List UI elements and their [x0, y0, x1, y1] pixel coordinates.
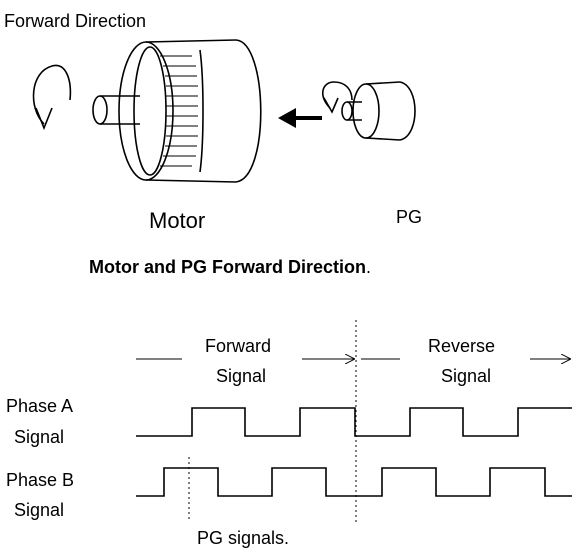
motor-rotation-arrow — [32, 64, 72, 131]
motor-drawing — [92, 39, 262, 183]
phase-a-label-line2: Signal — [14, 427, 64, 447]
motor-label: Motor — [149, 208, 205, 233]
pg-signals-caption: PG signals. — [197, 528, 289, 548]
reverse-signal-label-line1: Reverse — [428, 336, 495, 356]
coupling-arrow — [278, 108, 322, 128]
phase-b-waveform — [136, 467, 572, 497]
pg-rotation-arrow — [322, 81, 353, 114]
phase-a-waveform — [136, 407, 572, 437]
forward-signal-label-line1: Forward — [205, 336, 271, 356]
reverse-signal-label-line2: Signal — [441, 366, 491, 386]
pg-label: PG — [396, 207, 422, 227]
pg-drawing — [341, 81, 416, 141]
top-caption: Motor and PG Forward Direction. — [89, 257, 371, 277]
phase-b-label-line2: Signal — [14, 500, 64, 520]
phase-a-label-line1: Phase A — [6, 396, 73, 416]
forward-signal-label-line2: Signal — [216, 366, 266, 386]
forward-direction-heading: Forward Direction — [4, 11, 146, 31]
phase-b-label-line1: Phase B — [6, 470, 74, 490]
